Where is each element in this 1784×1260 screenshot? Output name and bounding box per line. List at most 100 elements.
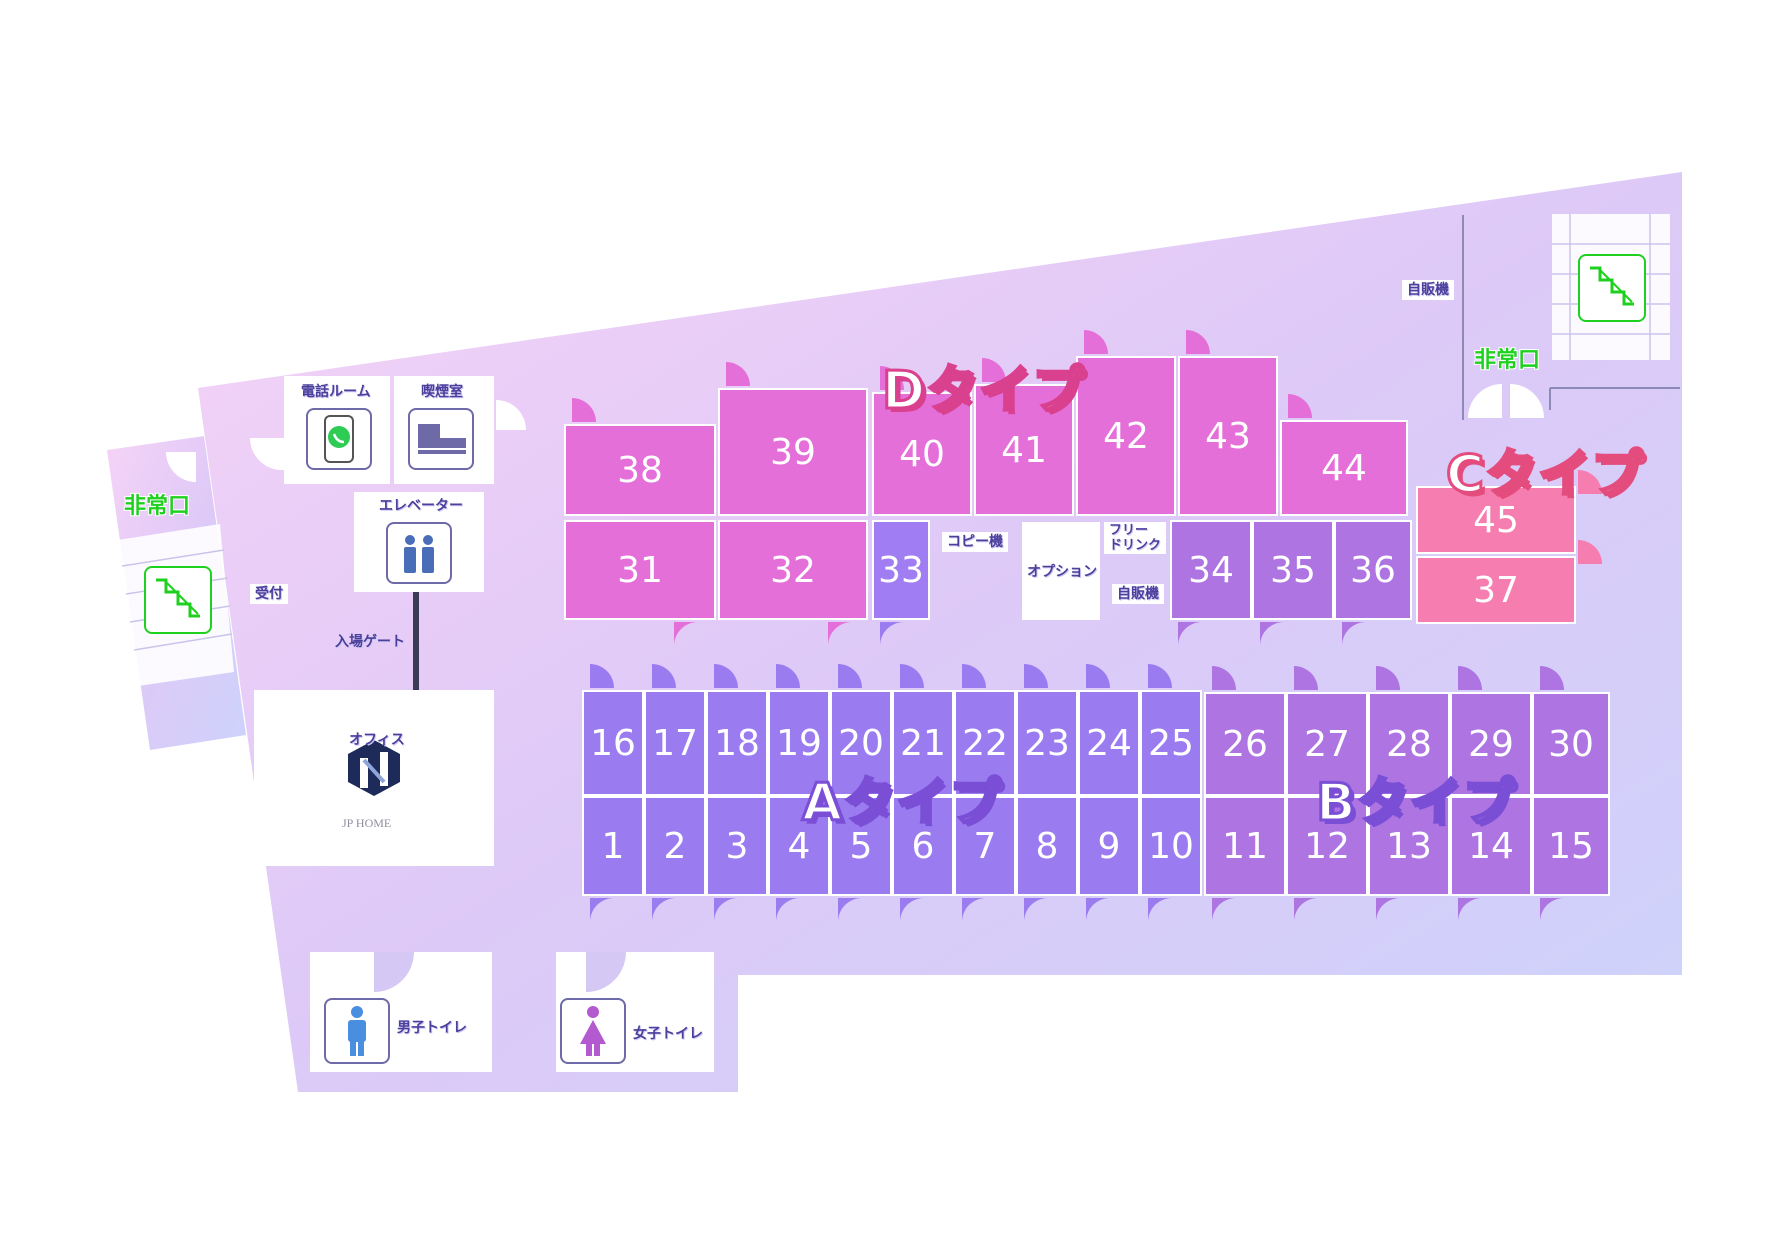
booth-2[interactable]: 2	[644, 796, 706, 896]
phone-room-label: 電話ルーム	[301, 384, 371, 400]
door-swing	[1024, 898, 1048, 922]
booth-44[interactable]: 44	[1280, 420, 1408, 516]
type-a-title: Aタイプ	[800, 772, 1003, 835]
door-swing	[880, 366, 904, 390]
smoking-room-label: 喫煙室	[421, 384, 463, 400]
booth-number: 44	[1321, 447, 1367, 489]
door-swing	[714, 664, 738, 688]
booth-24[interactable]: 24	[1078, 690, 1140, 796]
booth-number: 25	[1148, 722, 1194, 764]
booth-5[interactable]: 5	[830, 796, 892, 896]
booth-number: 19	[776, 722, 822, 764]
booth-39[interactable]: 39	[718, 388, 868, 516]
booth-number: 2	[663, 825, 687, 867]
door-swing	[880, 622, 904, 646]
door-swing	[572, 398, 596, 422]
elevator-icon	[386, 522, 452, 584]
booth-43[interactable]: 43	[1178, 356, 1278, 516]
emergency-stairs-right-icon[interactable]	[1578, 254, 1646, 322]
booth-34[interactable]: 34	[1170, 520, 1252, 620]
booth-1[interactable]: 1	[582, 796, 644, 896]
booth-22[interactable]: 22	[954, 690, 1016, 796]
booth-number: 20	[838, 722, 884, 764]
booth-3[interactable]: 3	[706, 796, 768, 896]
elevator[interactable]	[354, 492, 484, 592]
booth-number: 3	[725, 825, 749, 867]
booth-28[interactable]: 28	[1368, 692, 1450, 796]
booth-36[interactable]: 36	[1334, 520, 1412, 620]
option-label: オプション	[1027, 564, 1097, 580]
mens-toilet[interactable]	[310, 952, 492, 1072]
booth-10[interactable]: 10	[1140, 796, 1202, 896]
office-label: オフィス	[349, 732, 405, 748]
booth-9[interactable]: 9	[1078, 796, 1140, 896]
womens-toilet-door	[586, 952, 626, 992]
phone-room[interactable]	[284, 376, 390, 484]
emergency-exit-left-label: 非常口	[124, 494, 191, 519]
booth-number: 40	[899, 433, 945, 475]
door-swing	[962, 898, 986, 922]
booth-number: 7	[973, 825, 997, 867]
booth-number: 39	[770, 431, 816, 473]
booth-number: 34	[1188, 549, 1234, 591]
booth-42[interactable]: 42	[1076, 356, 1176, 516]
booth-4[interactable]: 4	[768, 796, 830, 896]
booth-number: 10	[1148, 825, 1194, 867]
booth-30[interactable]: 30	[1532, 692, 1610, 796]
booth-38[interactable]: 38	[564, 424, 716, 516]
booth-21[interactable]: 21	[892, 690, 954, 796]
booth-31[interactable]: 31	[564, 520, 716, 620]
booth-27[interactable]: 27	[1286, 692, 1368, 796]
door-swing	[1342, 622, 1366, 646]
booth-19[interactable]: 19	[768, 690, 830, 796]
booth-16[interactable]: 16	[582, 690, 644, 796]
type-c-title: Cタイプ	[1444, 444, 1645, 507]
door-swing	[962, 664, 986, 688]
booth-23[interactable]: 23	[1016, 690, 1078, 796]
booth-13[interactable]: 13	[1368, 796, 1450, 896]
booth-17[interactable]: 17	[644, 690, 706, 796]
booth-number: 13	[1386, 825, 1432, 867]
booth-number: 9	[1097, 825, 1121, 867]
booth-32[interactable]: 32	[718, 520, 868, 620]
booth-number: 14	[1468, 825, 1514, 867]
booth-18[interactable]: 18	[706, 690, 768, 796]
booth-number: 18	[714, 722, 760, 764]
booth-14[interactable]: 14	[1450, 796, 1532, 896]
booth-33[interactable]: 33	[872, 520, 930, 620]
smoking-icon	[408, 408, 474, 470]
booth-15[interactable]: 15	[1532, 796, 1610, 896]
booth-29[interactable]: 29	[1450, 692, 1532, 796]
booth-11[interactable]: 11	[1204, 796, 1286, 896]
door-swing	[1086, 664, 1110, 688]
booth-41[interactable]: 41	[974, 384, 1074, 516]
type-d-title: Dタイプ	[880, 360, 1086, 423]
office[interactable]: JP HOME	[254, 690, 494, 866]
booth-45[interactable]: 45	[1416, 486, 1576, 554]
booth-37[interactable]: 37	[1416, 556, 1576, 624]
booth-number: 1	[601, 825, 625, 867]
door-swing	[1376, 898, 1400, 922]
door-swing	[1376, 666, 1400, 690]
booth-12[interactable]: 12	[1286, 796, 1368, 896]
emergency-stairs-left-icon[interactable]	[144, 566, 212, 634]
booth-20[interactable]: 20	[830, 690, 892, 796]
booth-40[interactable]: 40	[872, 392, 972, 516]
door-swing	[982, 358, 1006, 382]
booth-8[interactable]: 8	[1016, 796, 1078, 896]
booth-26[interactable]: 26	[1204, 692, 1286, 796]
door-swing	[1186, 330, 1210, 354]
booth-35[interactable]: 35	[1252, 520, 1334, 620]
option-room[interactable]	[1022, 522, 1100, 620]
door-swing	[1178, 622, 1202, 646]
booth-number: 23	[1024, 722, 1070, 764]
womens-toilet[interactable]	[556, 952, 714, 1072]
womens-toilet-label: 女子トイレ	[633, 1026, 703, 1042]
smoking-room[interactable]	[394, 376, 494, 484]
booth-6[interactable]: 6	[892, 796, 954, 896]
booth-7[interactable]: 7	[954, 796, 1016, 896]
mens-toilet-label: 男子トイレ	[397, 1020, 467, 1036]
booth-number: 11	[1222, 825, 1268, 867]
booth-25[interactable]: 25	[1140, 690, 1202, 796]
